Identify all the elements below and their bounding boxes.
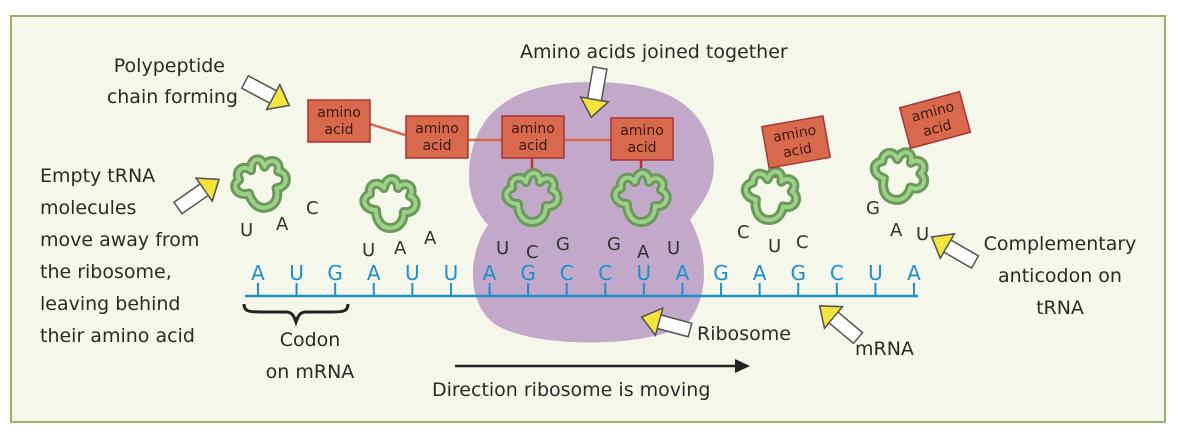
mrna-base: U: [868, 261, 883, 285]
trna-5: [741, 167, 800, 224]
anticodon-5: C U C: [737, 222, 809, 257]
mrna-base: C: [830, 261, 844, 285]
svg-text:C: C: [796, 232, 809, 253]
svg-text:C: C: [306, 198, 319, 219]
peptide-bonds: [369, 122, 611, 142]
amino-acid-1: amino acid: [307, 99, 371, 143]
svg-text:A: A: [637, 242, 650, 263]
svg-text:amino: amino: [620, 123, 664, 139]
svg-text:leaving behind: leaving behind: [40, 293, 180, 315]
mrna-base: A: [251, 261, 265, 285]
anticodon-4: G A U: [607, 234, 680, 263]
mrna-base: G: [790, 261, 806, 285]
mrna-base: U: [637, 261, 652, 285]
mrna-base: G: [520, 261, 536, 285]
mrna-base: A: [676, 261, 690, 285]
label-codon: Codon on mRNA: [266, 329, 355, 383]
svg-text:acid: acid: [518, 138, 547, 154]
svg-text:acid: acid: [422, 138, 451, 154]
label-direction: Direction ribosome is moving: [432, 379, 710, 401]
svg-text:U: U: [667, 238, 680, 259]
amino-acid-5: amino acid: [760, 115, 832, 169]
svg-text:acid: acid: [324, 122, 353, 138]
svg-text:A: A: [276, 214, 289, 235]
svg-text:tRNA: tRNA: [1036, 297, 1084, 319]
svg-text:chain forming: chain forming: [107, 86, 238, 108]
svg-text:on mRNA: on mRNA: [266, 361, 355, 383]
svg-text:U: U: [496, 238, 509, 259]
svg-text:molecules: molecules: [40, 197, 136, 219]
mrna-base: C: [560, 261, 574, 285]
mrna-base: A: [907, 261, 921, 285]
svg-text:acid: acid: [627, 140, 656, 156]
anticodon-3: U C G: [496, 234, 570, 263]
trna-2: [364, 179, 415, 228]
mrna-base: A: [483, 261, 497, 285]
svg-text:U: U: [240, 220, 253, 241]
direction-arrow: [455, 359, 750, 373]
svg-text:acid: acid: [921, 117, 953, 140]
svg-text:their amino acid: their amino acid: [40, 325, 195, 347]
mrna-base: A: [753, 261, 767, 285]
svg-text:G: G: [866, 198, 880, 219]
svg-text:Codon: Codon: [280, 329, 341, 351]
svg-text:amino: amino: [511, 121, 555, 137]
trna-6: [868, 145, 930, 206]
svg-text:acid: acid: [782, 140, 813, 161]
svg-text:U: U: [768, 236, 781, 257]
label-amino-joined: Amino acids joined together: [520, 41, 788, 63]
amino-acid-6: amino acid: [898, 90, 972, 150]
svg-text:C: C: [737, 222, 750, 243]
svg-text:anticodon on: anticodon on: [998, 265, 1122, 287]
label-empty-trna: Empty tRNA molecules move away from the …: [40, 165, 199, 347]
label-polypeptide: Polypeptide chain forming: [107, 55, 238, 108]
svg-text:G: G: [556, 234, 570, 255]
svg-text:amino: amino: [772, 122, 818, 145]
svg-text:A: A: [890, 220, 903, 241]
svg-text:U: U: [362, 240, 375, 261]
arrow-empty-trna: [169, 167, 228, 221]
svg-text:the ribosome,: the ribosome,: [40, 261, 172, 283]
amino-acid-4: amino acid: [610, 117, 674, 161]
svg-text:amino: amino: [415, 121, 459, 137]
anticodon-2: U A A: [362, 228, 437, 261]
amino-acid-2: amino acid: [405, 115, 469, 159]
svg-text:amino: amino: [317, 105, 361, 121]
svg-text:U: U: [916, 224, 929, 245]
arrow-polypeptide: [237, 68, 297, 119]
codon-brace: [242, 303, 350, 327]
mrna-base: U: [444, 261, 459, 285]
mrna-base: U: [405, 261, 420, 285]
anticodon-6: G A U: [866, 198, 929, 245]
svg-text:Empty tRNA: Empty tRNA: [40, 165, 155, 187]
arrow-complementary: [923, 224, 983, 275]
mrna-base: U: [289, 261, 304, 285]
svg-text:A: A: [424, 228, 437, 249]
trna-1: [230, 153, 292, 214]
svg-text:A: A: [394, 238, 407, 259]
mrna-base: G: [713, 261, 729, 285]
mrna-base: G: [327, 261, 343, 285]
svg-text:move away from: move away from: [40, 229, 199, 251]
mrna-base: A: [367, 261, 381, 285]
svg-text:G: G: [607, 234, 621, 255]
anticodon-1: U A C: [240, 198, 319, 241]
label-complementary: Complementary anticodon on tRNA: [984, 233, 1137, 319]
amino-acid-3: amino acid: [501, 115, 565, 159]
svg-text:Complementary: Complementary: [984, 233, 1137, 255]
svg-text:C: C: [526, 242, 539, 263]
label-mrna: mRNA: [855, 338, 914, 360]
mrna-base: C: [598, 261, 612, 285]
label-ribosome: Ribosome: [697, 323, 791, 345]
svg-text:Polypeptide: Polypeptide: [114, 55, 225, 77]
